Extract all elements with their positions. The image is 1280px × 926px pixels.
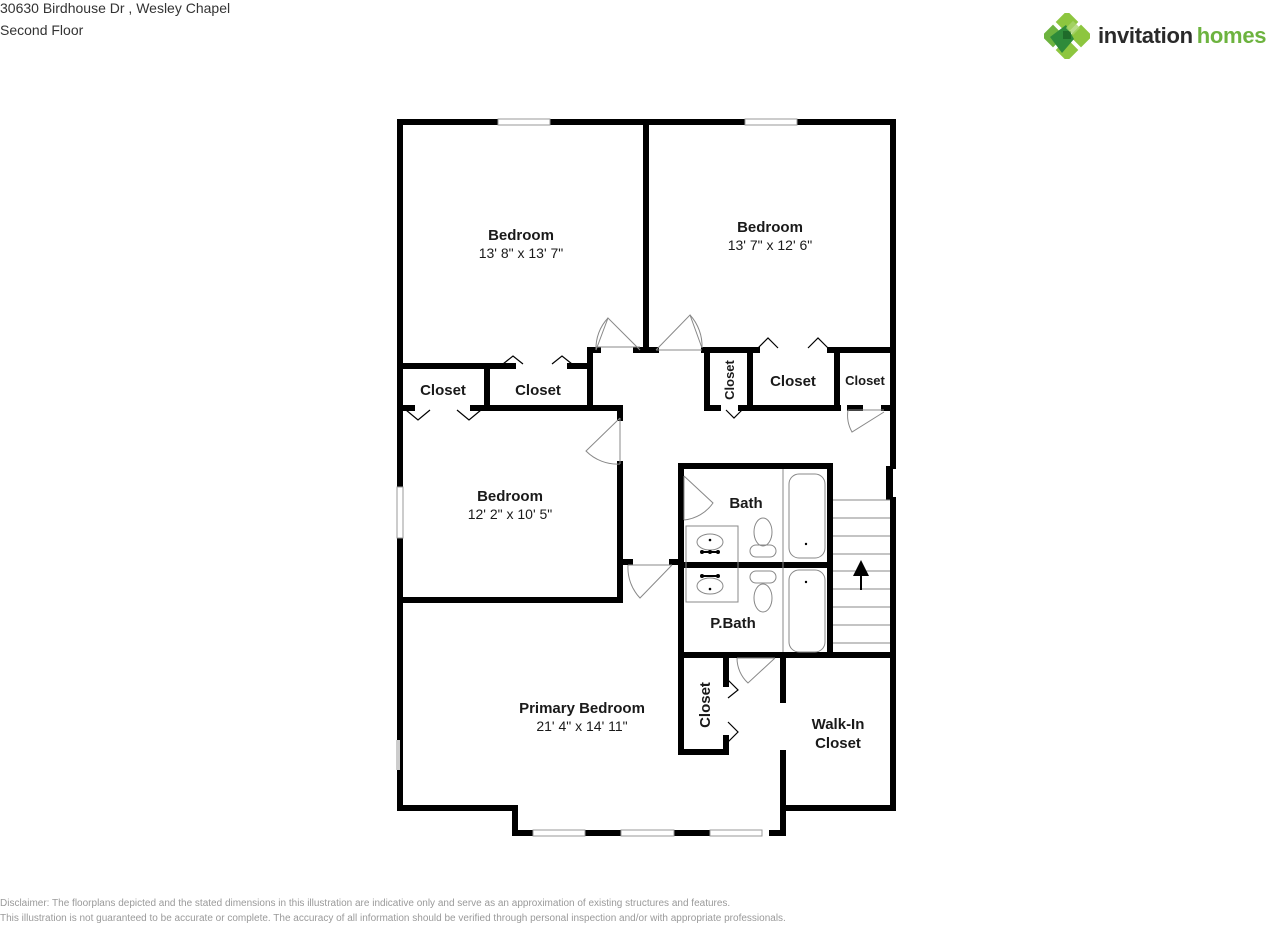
- room-label-bedroom-2: Bedroom: [737, 219, 803, 236]
- room-label-primary-bedroom: Primary Bedroom: [519, 700, 645, 717]
- disclaimer-line-1: Disclaimer: The floorplans depicted and …: [0, 898, 731, 909]
- room-dimensions-bedroom-2: 13' 7" x 12' 6": [728, 237, 813, 253]
- room-label-bedroom-3: Bedroom: [477, 488, 543, 505]
- room-dimensions-bedroom-3: 12' 2" x 10' 5": [468, 506, 553, 522]
- room-label-bedroom-1: Bedroom: [488, 227, 554, 244]
- walls: [397, 119, 896, 836]
- room-label-closet-6: Closet: [697, 682, 714, 728]
- wall-block: [886, 466, 893, 500]
- green-diamond-cluster-icon: [1044, 13, 1090, 59]
- room-label-closet-1: Closet: [420, 382, 466, 399]
- disclaimer-line-2: This illustration is not guaranteed to b…: [0, 913, 786, 924]
- door-swings: [585, 314, 885, 684]
- listing-header: 30630 Birdhouse Dr , Wesley Chapel Secon…: [0, 0, 230, 41]
- room-label-closet-2: Closet: [515, 382, 561, 399]
- room-label-closet-5: Closet: [845, 373, 885, 388]
- room-label-walk-in-closet-line1: Walk-In: [812, 716, 865, 733]
- room-label-p-bath: P.Bath: [710, 615, 756, 632]
- room-label-closet-3: Closet: [722, 359, 737, 399]
- room-label-walk-in-closet-line2: Closet: [815, 735, 861, 752]
- room-label-bath: Bath: [729, 495, 762, 512]
- bath-fixture-details: [700, 538, 808, 591]
- address-text: 30630 Birdhouse Dr , Wesley Chapel: [0, 0, 231, 16]
- stairs-up-arrow-icon: [853, 560, 869, 590]
- room-label-closet-4: Closet: [770, 373, 816, 390]
- bath-fixtures: [685, 469, 826, 653]
- window-marker: [396, 740, 400, 770]
- disclaimer: Disclaimer: The floorplans depicted and …: [0, 896, 786, 926]
- bifold-doors: [405, 337, 829, 743]
- room-dimensions-bedroom-1: 13' 8" x 13' 7": [479, 245, 564, 261]
- room-dimensions-primary-bedroom: 21' 4" x 14' 11": [536, 718, 627, 734]
- floor-name: Second Floor: [0, 22, 84, 38]
- windows: [396, 118, 798, 837]
